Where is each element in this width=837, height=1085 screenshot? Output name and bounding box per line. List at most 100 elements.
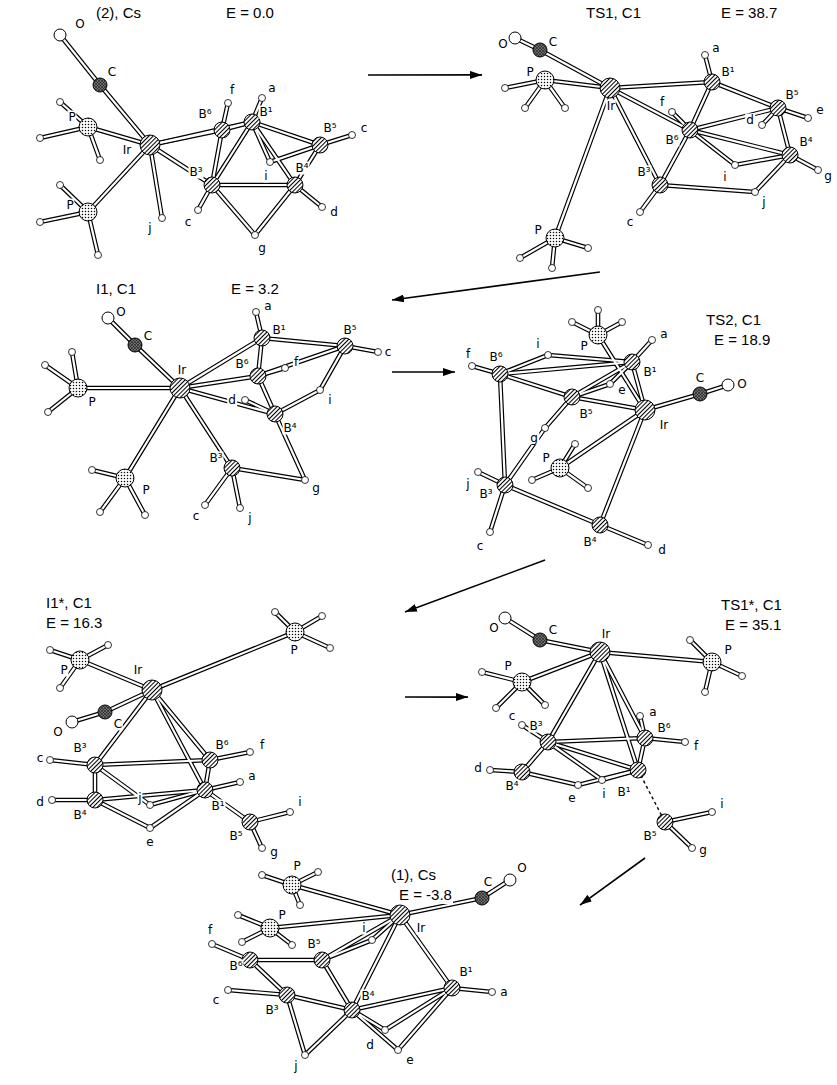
atom-sphere (259, 95, 266, 102)
atom-label: B⁴ (282, 422, 297, 435)
reaction-arrow (580, 858, 645, 905)
energy-value: E = 18.9 (713, 331, 771, 349)
bond-stick (322, 960, 352, 1010)
bond-stick (500, 374, 505, 485)
bond-stick (712, 82, 778, 108)
atom-label: c (184, 216, 193, 229)
bond-stick (305, 1010, 352, 1055)
atom-label: B⁶ (214, 739, 229, 752)
bond-stick (610, 82, 712, 88)
energy-value: E = 3.2 (230, 280, 280, 298)
atom-label: i (601, 788, 606, 801)
atom-sphere (519, 722, 526, 729)
bond-stick (690, 108, 778, 130)
atom-sphere (79, 118, 97, 136)
energy-value: E = 0.0 (225, 4, 275, 22)
bond-stick (212, 184, 295, 186)
bond-stick (287, 995, 352, 1010)
bond-stick (522, 772, 578, 785)
atom-sphere (49, 797, 56, 804)
bond-stick (598, 335, 645, 410)
atom-label: B³ (478, 488, 493, 501)
atom-label: B³ (528, 720, 543, 733)
atom-label: j (147, 222, 152, 235)
atom-label: B⁶ (234, 358, 249, 371)
atom-label: C (107, 66, 117, 79)
atom-label: f (659, 96, 665, 109)
bond-stick (400, 915, 452, 988)
atom-sphere (57, 99, 64, 106)
atom-sphere (682, 122, 698, 138)
reaction-arrow (392, 371, 455, 373)
bond-stick (398, 988, 452, 1050)
atom-sphere (259, 845, 266, 852)
atom-sphere (475, 469, 482, 476)
energy-value: E = -3.8 (398, 886, 453, 904)
bond-stick (385, 988, 452, 1030)
atom-sphere (209, 941, 216, 948)
bond-stick (500, 374, 572, 397)
bond-stick (572, 362, 632, 397)
atom-label: e (405, 1054, 414, 1067)
atom-sphere (479, 669, 486, 676)
atom-sphere (95, 252, 102, 259)
atom-sphere (739, 673, 746, 680)
atom-sphere (147, 802, 154, 809)
molecule-drawing (209, 869, 517, 1059)
atom-sphere (682, 739, 689, 746)
atom-sphere (669, 109, 676, 116)
atom-sphere (142, 512, 149, 519)
atom-label: a (648, 706, 657, 719)
atom-label: d (35, 796, 45, 809)
bond-stick (505, 485, 600, 525)
atom-sphere (702, 52, 709, 59)
bond-stick (212, 122, 252, 185)
atom-sphere (487, 529, 494, 536)
atom-sphere (759, 122, 766, 129)
atom-sphere (687, 637, 694, 644)
atom-sphere (564, 389, 580, 405)
atom-label: Ir (659, 419, 669, 432)
bond-stick (548, 742, 602, 780)
atom-sphere (502, 85, 509, 92)
bond-stick (180, 338, 262, 388)
bond-stick (180, 388, 232, 468)
energy-value: E = 35.1 (724, 616, 782, 634)
bond-stick (555, 88, 610, 238)
atom-label: B⁶ (197, 108, 212, 121)
atom-sphere (702, 689, 709, 696)
atom-label: B¹ (210, 800, 225, 813)
bond-stick (400, 915, 452, 988)
atom-sphere (595, 307, 602, 314)
structure-name: I1*, C1 (45, 594, 93, 612)
atom-label: C (695, 372, 705, 385)
molecule-drawing (479, 612, 746, 852)
atom-sphere (572, 441, 579, 448)
atom-sphere (225, 987, 232, 994)
bond-stick (610, 88, 660, 185)
atom-sphere (242, 397, 249, 404)
bond-stick (292, 885, 400, 915)
bond-stick (212, 185, 255, 235)
energy-value: E = 16.3 (45, 614, 103, 632)
atom-label: B⁶ (488, 351, 503, 364)
atom-sphere (244, 114, 260, 130)
molecule-drawing (502, 32, 822, 272)
bond-stick (287, 995, 305, 1055)
bond-stick (600, 410, 645, 525)
atom-sphere (302, 1052, 309, 1059)
atom-sphere (369, 937, 376, 944)
atom-label: c (384, 346, 393, 359)
atom-label: Ir (416, 922, 426, 935)
atom-label: d (473, 762, 483, 775)
atom-sphere (224, 460, 240, 476)
atom-sphere (599, 777, 606, 784)
atom-sphere (250, 368, 266, 384)
structure-panel: TS1*, C1E = 35.1 (468, 588, 830, 858)
atom-sphere (517, 255, 524, 262)
bond-stick (95, 800, 150, 828)
structure-name: (2), Cs (95, 4, 142, 22)
atom-label: P (723, 644, 732, 657)
bond-stick (548, 652, 600, 742)
